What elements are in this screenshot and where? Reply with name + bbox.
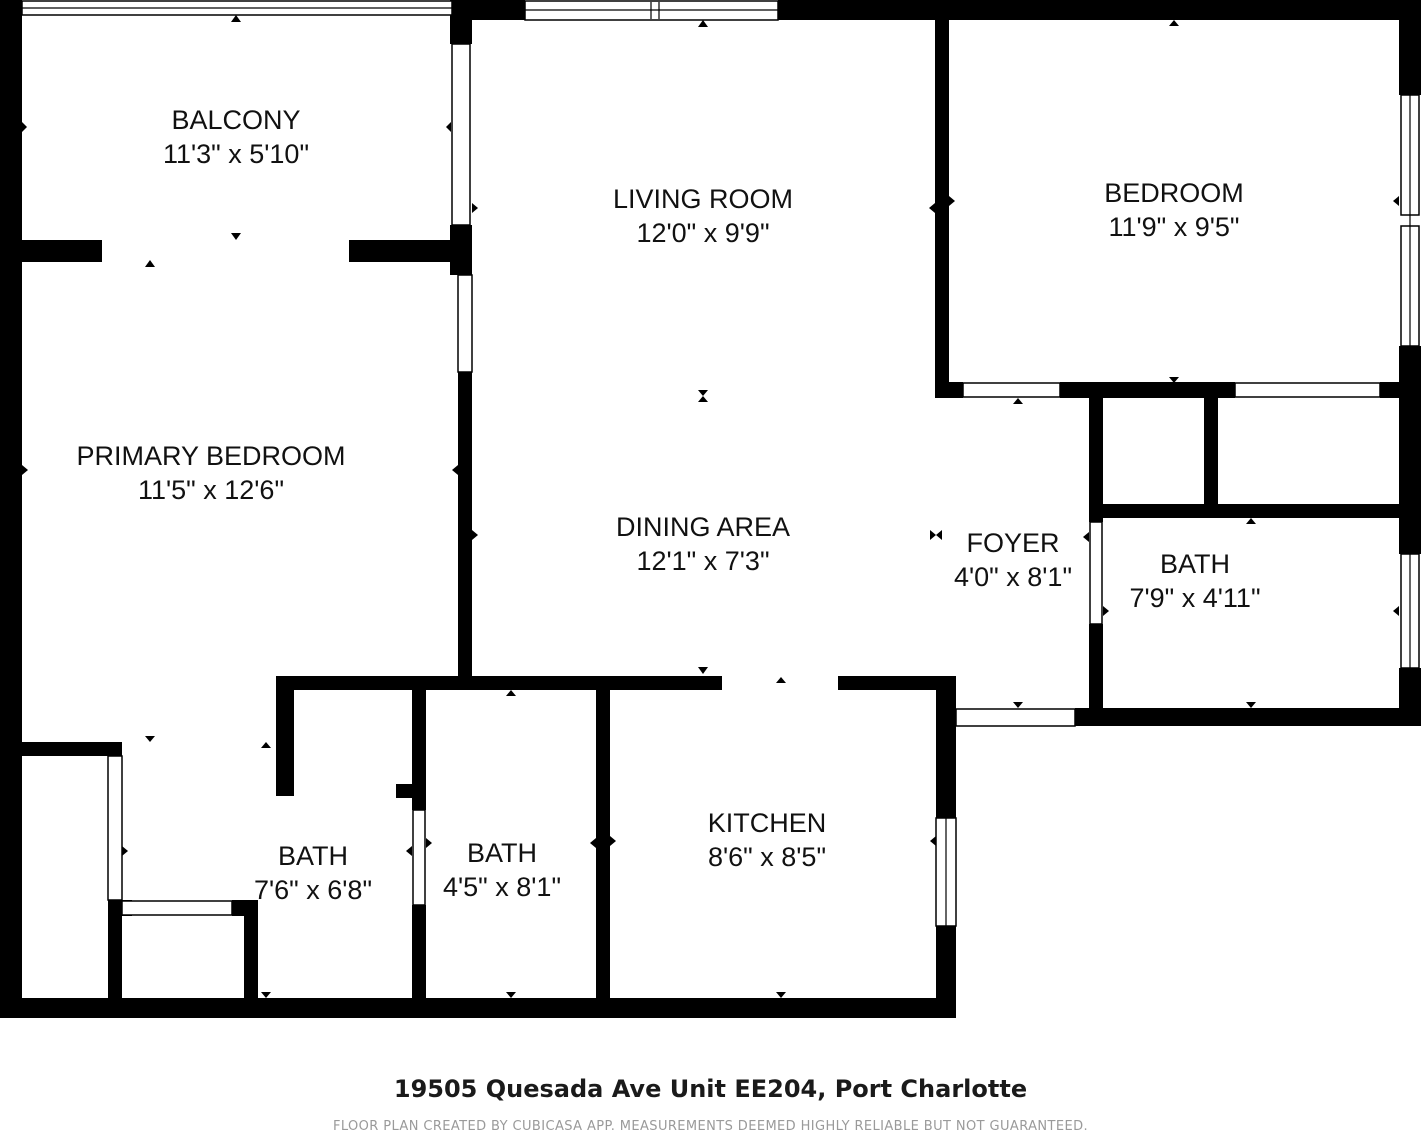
opening-bedroom-door (962, 382, 1061, 398)
opening-balcony-door (451, 43, 471, 226)
room-name: FOYER (966, 528, 1060, 558)
opening-foyer-bath (1089, 521, 1103, 625)
room-label-living-room: LIVING ROOM 12'0" x 9'9" (613, 182, 793, 250)
room-label-primary-bedroom: PRIMARY BEDROOM 11'5" x 12'6" (76, 439, 345, 507)
room-label-bath-right: BATH 7'9" x 4'11" (1129, 547, 1260, 615)
walls (0, 0, 1421, 1018)
room-name: BEDROOM (1104, 178, 1244, 208)
room-size: 12'1" x 7'3" (636, 546, 770, 576)
opening-primary-door (457, 274, 473, 373)
room-label-bath-hall: BATH 4'5" x 8'1" (443, 836, 561, 904)
property-address: 19505 Quesada Ave Unit EE204, Port Charl… (393, 1075, 1028, 1103)
room-size: 4'0" x 8'1" (953, 562, 1073, 592)
room-label-kitchen: KITCHEN 8'6" x 8'5" (708, 806, 827, 874)
room-size: 11'9" x 9'5" (1108, 212, 1240, 242)
room-size: 7'6" x 6'8" (253, 875, 373, 905)
opening-shower (121, 900, 233, 916)
room-size: 11'3" x 5'10" (162, 139, 310, 169)
floor-plan (0, 0, 1421, 1018)
measurement-markers (22, 15, 1399, 998)
room-label-foyer: FOYER 4'0" x 8'1" (954, 526, 1072, 594)
room-size: 11'5" x 12'6" (137, 475, 285, 505)
room-name: KITCHEN (707, 808, 827, 838)
opening-closet (1234, 382, 1381, 398)
opening-hall-bath (412, 809, 426, 906)
opening-closet-left (107, 755, 123, 901)
room-name: BATH (277, 841, 349, 871)
room-name: BATH (466, 838, 538, 868)
room-name: DINING AREA (615, 512, 791, 542)
room-size: 7'9" x 4'11" (1129, 583, 1261, 613)
room-label-balcony: BALCONY 11'3" x 5'10" (163, 103, 309, 171)
room-name: BALCONY (171, 105, 301, 135)
room-label-bedroom: BEDROOM 11'9" x 9'5" (1104, 176, 1244, 244)
opening-entry-door (955, 708, 1076, 727)
room-size: 4'5" x 8'1" (442, 872, 562, 902)
room-name: PRIMARY BEDROOM (76, 441, 346, 471)
room-label-bath-primary: BATH 7'6" x 6'8" (254, 839, 372, 907)
room-name: LIVING ROOM (612, 184, 794, 214)
disclaimer-text: FLOOR PLAN CREATED BY CUBICASA APP. MEAS… (332, 1119, 1089, 1134)
room-size: 8'6" x 8'5" (707, 842, 827, 872)
room-name: BATH (1159, 549, 1230, 579)
room-label-dining-area: DINING AREA 12'1" x 7'3" (616, 510, 790, 578)
room-size: 12'0" x 9'9" (636, 218, 770, 248)
